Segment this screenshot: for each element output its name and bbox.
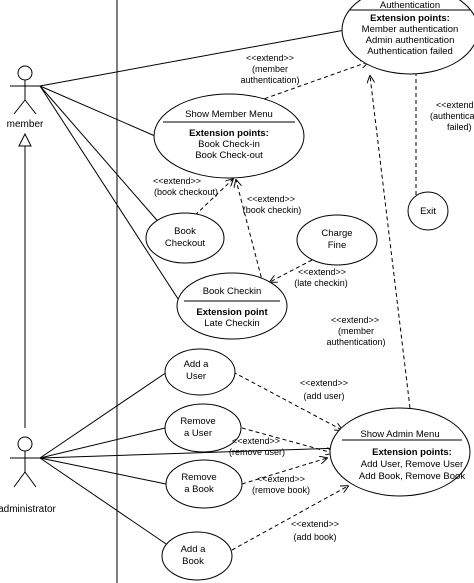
show-admin-menu-title: Show Admin Menu bbox=[360, 429, 439, 440]
member-label: member bbox=[7, 119, 44, 130]
authentication-ext-3: Authentication failed bbox=[367, 46, 453, 57]
svg-text:(member: (member bbox=[338, 326, 374, 336]
charge-fine-line-1: Charge bbox=[321, 228, 352, 239]
usecase-remove-book[interactable]: Remove a Book bbox=[165, 459, 243, 509]
svg-text:<<extend>>: <<extend>> bbox=[300, 378, 348, 388]
add-book-line-1: Add a bbox=[181, 544, 207, 555]
exit-label: Exit bbox=[420, 206, 436, 217]
remove-book-line-2: a Book bbox=[184, 484, 214, 495]
extend-remove-user-label: <<extend>> (remove user) bbox=[229, 436, 285, 457]
extend-late-checkin-label: <<extend>> (late checkin) bbox=[294, 267, 348, 288]
usecase-add-user[interactable]: Add a User bbox=[164, 348, 236, 396]
usecase-book-checkin[interactable]: Book Checkin Extension point Late Checki… bbox=[176, 272, 288, 340]
extend-book-checkout-label: <<extend>> (book checkout) bbox=[153, 176, 218, 197]
member-actor[interactable] bbox=[10, 65, 40, 115]
usecase-exit[interactable]: Exit bbox=[407, 191, 449, 231]
svg-text:authentication): authentication) bbox=[326, 337, 385, 347]
usecase-show-admin-menu[interactable]: Show Admin Menu Extension points: Add Us… bbox=[329, 407, 471, 497]
svg-text:(add user): (add user) bbox=[303, 391, 344, 401]
extend-arrows bbox=[189, 62, 416, 551]
extend-add-book-label: <<extend>> (add book) bbox=[291, 519, 339, 542]
svg-text:failed): failed) bbox=[447, 122, 472, 132]
add-user-line-2: User bbox=[186, 371, 206, 382]
svg-text:(book checkin): (book checkin) bbox=[243, 205, 302, 215]
svg-text:<<extend>>: <<extend>> bbox=[257, 474, 305, 484]
administrator-actor[interactable] bbox=[10, 436, 40, 488]
extend-auth-failed-label: <<extend> (authenticatio failed) bbox=[430, 100, 474, 132]
administrator-label: administrator bbox=[0, 504, 57, 515]
svg-text:authentication): authentication) bbox=[240, 75, 299, 85]
svg-text:(remove book): (remove book) bbox=[252, 485, 310, 495]
remove-book-line-1: Remove bbox=[181, 472, 216, 483]
svg-text:(member: (member bbox=[252, 64, 288, 74]
add-book-line-2: Book bbox=[182, 556, 204, 567]
usecase-remove-user[interactable]: Remove a User bbox=[164, 403, 242, 453]
add-user-line-1: Add a bbox=[184, 359, 210, 370]
extend-add-user-label: <<extend>> (add user) bbox=[300, 378, 348, 401]
show-admin-menu-ext-heading: Extension points: bbox=[372, 447, 452, 458]
svg-text:<<extend>>: <<extend>> bbox=[232, 436, 280, 446]
svg-text:(late checkin): (late checkin) bbox=[294, 278, 348, 288]
show-admin-menu-ext-1: Add User, Remove User bbox=[361, 459, 463, 470]
book-checkout-line-2: Checkout bbox=[165, 238, 205, 249]
show-member-menu-ext-1: Book Check-in bbox=[198, 139, 260, 150]
svg-text:(book checkout): (book checkout) bbox=[154, 187, 218, 197]
usecase-book-checkout[interactable]: Book Checkout bbox=[145, 212, 225, 264]
book-checkin-ext-1: Late Checkin bbox=[204, 318, 259, 329]
usecase-charge-fine[interactable]: Charge Fine bbox=[296, 214, 378, 266]
svg-text:(authenticatio: (authenticatio bbox=[430, 111, 474, 121]
show-member-menu-ext-2: Book Check-out bbox=[195, 150, 263, 161]
show-admin-menu-ext-2: Add Book, Remove Book bbox=[359, 471, 465, 482]
svg-text:<<extend>>: <<extend>> bbox=[331, 315, 379, 325]
extend-book-checkin-label: <<extend>> (book checkin) bbox=[243, 194, 302, 215]
member-associations bbox=[39, 29, 346, 306]
svg-text:<<extend>>: <<extend>> bbox=[246, 53, 294, 63]
remove-user-line-1: Remove bbox=[180, 416, 215, 427]
svg-text:<<extend>>: <<extend>> bbox=[291, 519, 339, 529]
book-checkin-title: Book Checkin bbox=[203, 286, 262, 297]
usecase-show-member-menu[interactable]: Show Member Menu Extension points: Book … bbox=[153, 93, 305, 179]
book-checkout-line-1: Book bbox=[174, 226, 196, 237]
extend-remove-book-label: <<extend>> (remove book) bbox=[252, 474, 310, 495]
svg-text:<<extend>>: <<extend>> bbox=[153, 176, 201, 186]
svg-text:<<extend>: <<extend> bbox=[436, 100, 474, 110]
generalization-triangle bbox=[18, 132, 32, 147]
svg-text:<<extend>>: <<extend>> bbox=[298, 267, 346, 277]
svg-text:(remove user): (remove user) bbox=[229, 447, 285, 457]
show-member-menu-title: Show Member Menu bbox=[185, 109, 273, 120]
authentication-title: Authentication bbox=[380, 0, 440, 11]
svg-text:<<extend>>: <<extend>> bbox=[247, 194, 295, 204]
administrator-associations bbox=[39, 371, 343, 549]
svg-text:(add book): (add book) bbox=[293, 532, 336, 542]
authentication-ext-1: Member authentication bbox=[362, 24, 459, 35]
authentication-ext-2: Admin authentication bbox=[366, 35, 455, 46]
authentication-ext-heading: Extension points: bbox=[370, 13, 450, 24]
book-checkin-ext-heading: Extension point bbox=[196, 307, 268, 318]
remove-user-line-2: a User bbox=[184, 428, 212, 439]
extend-member-auth-top-label: <<extend>> (member authentication) bbox=[240, 53, 299, 85]
extend-member-auth-mid-label: <<extend>> (member authentication) bbox=[326, 315, 385, 347]
usecase-authentication[interactable]: Authentication Extension points: Member … bbox=[341, 0, 474, 75]
charge-fine-line-2: Fine bbox=[328, 240, 346, 251]
usecase-add-book[interactable]: Add a Book bbox=[161, 531, 233, 581]
show-member-menu-ext-heading: Extension points: bbox=[189, 128, 269, 139]
